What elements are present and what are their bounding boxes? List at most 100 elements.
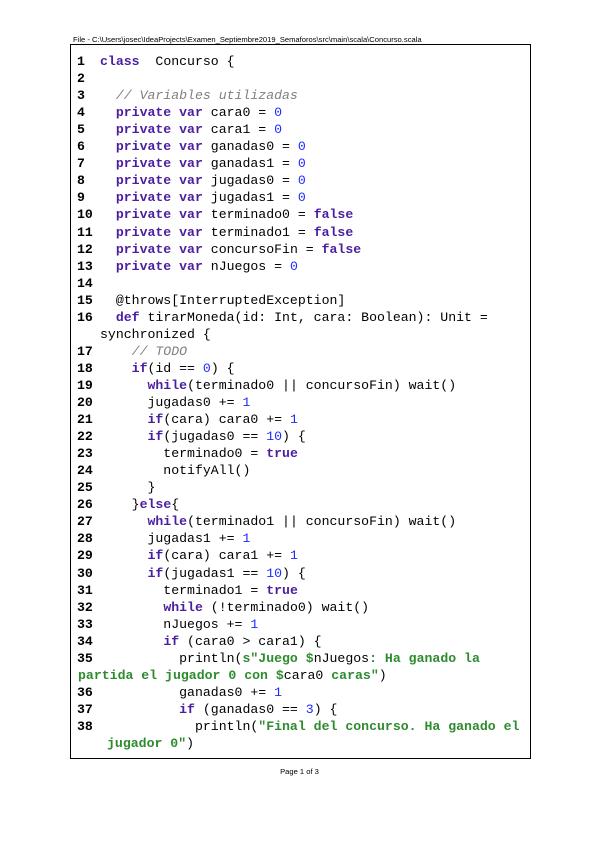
code-line: 22 if(jugadas0 == 10) { — [71, 428, 530, 445]
code-line: 23 terminado0 = true — [71, 445, 530, 462]
code-token: (!terminado0) wait() — [202, 599, 370, 615]
line-number: 29 — [77, 548, 93, 564]
code-token — [100, 412, 147, 427]
line-code: if(id == 0) { — [100, 360, 235, 377]
code-line: 10 private var terminado0 = false — [71, 206, 530, 223]
line-code: } — [100, 479, 155, 496]
line-number: 5 — [77, 122, 85, 138]
keyword-token: if — [147, 412, 164, 428]
code-line-continuation: synchronized { — [71, 326, 530, 343]
comment-token: // TODO — [131, 343, 188, 359]
line-number: 30 — [77, 565, 93, 581]
code-line-continuation: partida el jugador 0 con $cara0 caras") — [71, 667, 530, 684]
code-token: } — [100, 497, 140, 513]
code-token: (terminado1 || concursoFin) wait() — [187, 514, 457, 530]
string-token: jugador 0" — [107, 736, 187, 751]
code-line: 36 ganadas0 += 1 — [71, 684, 530, 701]
string-token: caras" — [323, 667, 379, 683]
line-number: 19 — [77, 377, 93, 393]
number-token: 3 — [305, 701, 314, 717]
code-line: 13 private var nJuegos = 0 — [71, 258, 530, 275]
code-line: 12 private var concursoFin = false — [71, 241, 530, 258]
code-token — [100, 634, 163, 649]
line-number: 24 — [77, 463, 93, 479]
line-code: // Variables utilizadas — [100, 87, 298, 104]
keyword-token: private var — [115, 258, 203, 274]
number-token: 1 — [274, 684, 283, 700]
code-token: println( — [100, 650, 243, 666]
keyword-token: false — [313, 207, 354, 223]
code-token — [100, 429, 147, 444]
code-token — [100, 242, 116, 257]
line-number: 6 — [77, 139, 85, 155]
number-token: 1 — [242, 395, 251, 410]
line-number: 11 — [77, 224, 93, 240]
keyword-token: private var — [115, 105, 203, 121]
code-token: nJuegos = — [202, 258, 290, 274]
keyword-token: true — [266, 446, 298, 462]
line-number: 21 — [77, 412, 93, 428]
code-line: 33 nJuegos += 1 — [71, 616, 530, 633]
code-token: synchronized { — [100, 326, 211, 342]
code-line: 6 private var ganadas0 = 0 — [71, 138, 530, 155]
number-token: 0 — [202, 360, 211, 376]
line-number: 23 — [77, 446, 93, 462]
code-token: nJuegos += — [100, 616, 251, 632]
keyword-token: if — [179, 701, 195, 717]
code-token — [100, 190, 116, 205]
keyword-token: private var — [115, 156, 203, 172]
line-number: 36 — [77, 684, 93, 700]
line-number: 32 — [77, 599, 93, 615]
line-number: 25 — [77, 480, 93, 496]
number-token: 0 — [289, 258, 298, 274]
code-token: concursoFin = — [202, 241, 322, 257]
keyword-token: private var — [115, 207, 203, 223]
number-token: 10 — [266, 565, 283, 581]
line-code: private var terminado0 = false — [100, 206, 353, 223]
line-code: println("Final del concurso. Ha ganado e… — [100, 718, 519, 735]
number-token: 0 — [297, 139, 306, 155]
code-line: 9 private var jugadas1 = 0 — [71, 189, 530, 206]
line-code: private var cara0 = 0 — [100, 104, 282, 121]
line-number: 31 — [77, 582, 93, 598]
code-token: jugadas0 = — [202, 173, 298, 189]
code-token: ) { — [210, 360, 235, 376]
file-path-header: File - C:\Users\josec\IdeaProjects\Exame… — [73, 35, 422, 44]
line-code: while(terminado0 || concursoFin) wait() — [100, 377, 456, 394]
keyword-token: if — [163, 633, 180, 649]
code-token — [100, 566, 147, 581]
code-line: 20 jugadas0 += 1 — [71, 394, 530, 411]
code-line: 18 if(id == 0) { — [71, 360, 530, 377]
keyword-token: class — [100, 54, 140, 69]
keyword-token: private var — [115, 139, 203, 155]
keyword-token: if — [147, 548, 164, 564]
code-token: Concurso { — [139, 54, 235, 69]
code-token — [100, 514, 147, 529]
line-code: @throws[InterruptedException] — [100, 292, 346, 309]
line-number: 34 — [77, 633, 93, 649]
line-number: 17 — [77, 343, 93, 359]
line-number: 38 — [77, 718, 93, 734]
code-line: 28 jugadas1 += 1 — [71, 530, 530, 547]
line-code: // TODO — [100, 343, 187, 360]
code-token: (ganadas0 == — [194, 701, 306, 717]
code-token: (jugadas1 == — [163, 565, 267, 581]
line-code: private var cara1 = 0 — [100, 121, 282, 138]
line-number: 28 — [77, 531, 93, 547]
code-token — [100, 548, 147, 563]
line-number: 8 — [77, 173, 85, 189]
line-number: 37 — [77, 701, 93, 717]
line-code: jugadas0 += 1 — [100, 394, 250, 411]
code-token — [100, 105, 116, 120]
string-token: $ — [275, 667, 284, 683]
code-line: 27 while(terminado1 || concursoFin) wait… — [71, 513, 530, 530]
code-line: 25 } — [71, 479, 530, 496]
keyword-token: private var — [115, 122, 203, 138]
line-number: 35 — [77, 650, 93, 666]
code-token: terminado0 = — [202, 207, 314, 223]
code-token: tirarMoneda(id: Int, cara: Boolean): Uni… — [139, 309, 488, 325]
code-line: 21 if(cara) cara0 += 1 — [71, 411, 530, 428]
code-token — [100, 122, 116, 137]
code-line: 26 }else{ — [71, 496, 530, 513]
